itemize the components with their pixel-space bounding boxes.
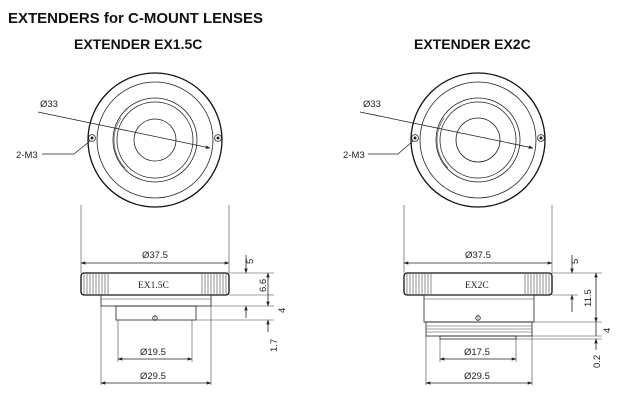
- right-mount-thread: [426, 325, 532, 333]
- right-screw-hole-left: [411, 134, 419, 142]
- right-outer-diameter-label: Ø37.5: [465, 250, 491, 261]
- left-side-view: Ø37.5 EX1.5C: [80, 205, 288, 385]
- right-outer-circle: [410, 72, 546, 208]
- left-screw-hole-left: [88, 134, 96, 142]
- left-body: [100, 294, 212, 307]
- right-side-view: Ø37.5 EX2C: [403, 205, 613, 385]
- left-front-diameter-label: Ø33: [40, 99, 58, 110]
- right-screw-hole-right: [537, 134, 545, 142]
- left-screw-hole-right: [214, 134, 222, 142]
- right-mount-screw-icon: [475, 315, 481, 321]
- left-engraving: EX1.5C: [138, 281, 169, 291]
- right-mount-height-label: 4: [602, 328, 613, 333]
- left-total-height-label: 6.6: [258, 279, 269, 292]
- left-mount-height-label: 4: [277, 308, 288, 313]
- right-total-height-label: 11.5: [583, 289, 594, 307]
- page-title: EXTENDERS for C-MOUNT LENSES: [8, 10, 263, 27]
- left-bore-circle: [116, 101, 194, 179]
- right-bore-diameter-label: Ø17.5: [464, 347, 490, 358]
- right-engraving: EX2C: [465, 281, 489, 291]
- left-knurl-pattern: [83, 274, 227, 294]
- right-front-view: Ø33 2-M3: [343, 72, 546, 208]
- left-ring-circle: [96, 81, 214, 199]
- right-reflection-arc: [436, 117, 449, 169]
- left-screws-label: 2-M3: [16, 150, 38, 161]
- right-bore-outer-circle: [435, 97, 521, 183]
- right-knurl-pattern: [406, 274, 550, 294]
- left-bore-outer-circle: [112, 97, 198, 183]
- right-mount-diameter-label: Ø29.5: [464, 371, 490, 382]
- right-diameter-line: [359, 111, 534, 149]
- left-extender: Ø33 2-M3 Ø37.5 EX1.5C: [16, 72, 288, 385]
- left-reflection-arc: [113, 117, 126, 169]
- right-front-diameter-label: Ø33: [363, 99, 381, 110]
- left-mount-diameter-label: Ø29.5: [140, 371, 166, 382]
- right-ring-height-label: 5: [570, 259, 581, 264]
- left-front-view: Ø33 2-M3: [16, 72, 223, 208]
- right-lens-circle: [455, 117, 501, 163]
- left-title: EXTENDER EX1.5C: [74, 36, 202, 52]
- right-title: EXTENDER EX2C: [414, 36, 531, 52]
- left-diameter-line: [37, 111, 211, 149]
- left-bore-diameter-label: Ø19.5: [140, 347, 166, 358]
- left-lens-circle: [133, 118, 177, 162]
- right-mount-lip: [439, 335, 517, 340]
- right-extender: Ø33 2-M3 Ø37.5 EX2C: [343, 72, 613, 385]
- right-screws-label: 2-M3: [343, 150, 365, 161]
- right-ring-circle: [419, 81, 537, 199]
- right-mount-lip-label: 0.2: [592, 355, 603, 368]
- right-bore-circle: [439, 101, 517, 179]
- left-outer-circle: [87, 72, 223, 208]
- left-mount: [115, 305, 197, 321]
- left-mount-screw-icon: [152, 315, 158, 321]
- left-ring-height-label: 5: [245, 259, 256, 264]
- left-mount-lip-label: 1.7: [269, 339, 280, 352]
- left-outer-diameter-label: Ø37.5: [142, 250, 168, 261]
